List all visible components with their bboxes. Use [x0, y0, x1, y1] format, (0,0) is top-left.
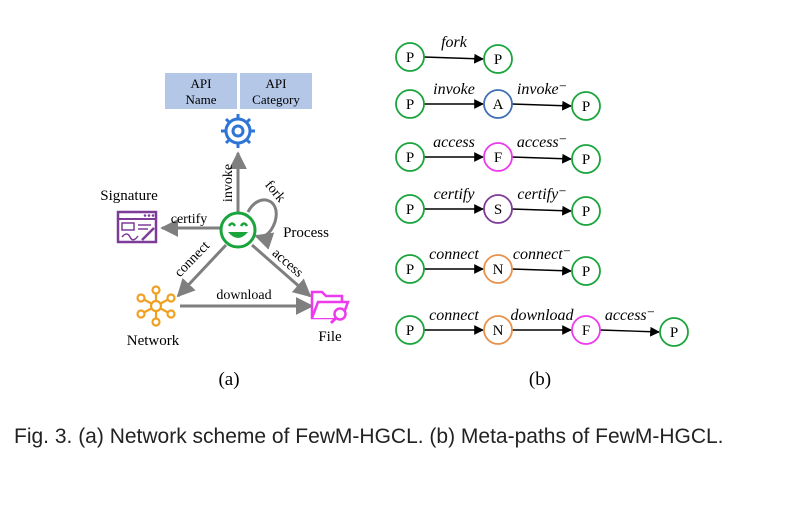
meta-path-node-label: P	[582, 264, 590, 280]
meta-path-edge-label: connect	[429, 246, 479, 263]
meta-path-node-label: P	[406, 323, 414, 339]
meta-path-node	[571, 144, 601, 174]
gear-icon	[221, 114, 255, 148]
meta-path-node-label: F	[582, 323, 590, 339]
meta-path-edge	[511, 100, 572, 111]
meta-path-row: certify certify⁻ P S P	[395, 186, 601, 226]
file-label: File	[318, 329, 342, 345]
meta-path-node-label: S	[494, 202, 502, 218]
meta-path-node	[395, 194, 425, 224]
process-smiley-icon	[219, 211, 257, 249]
api-name-line2: Name	[185, 92, 216, 107]
meta-path-node-label: P	[406, 50, 414, 66]
panel-a-sublabel: (a)	[218, 369, 239, 390]
api-name-box: API Name	[165, 73, 237, 109]
connect-edge	[176, 243, 228, 298]
meta-path-edge	[511, 205, 572, 216]
meta-path-edge-label: access⁻	[605, 307, 655, 324]
meta-path-node	[571, 196, 601, 226]
meta-path-edge-label: invoke⁻	[517, 81, 567, 98]
meta-path-node	[483, 194, 513, 224]
api-category-line2: Category	[252, 92, 300, 107]
meta-path-edge-label: access⁻	[517, 134, 567, 151]
meta-path-edge-label: access	[433, 134, 475, 151]
meta-path-node	[395, 315, 425, 345]
network-icon	[136, 285, 176, 327]
meta-path-node	[395, 254, 425, 284]
meta-path-node	[571, 91, 601, 121]
meta-path-edge	[423, 53, 484, 64]
meta-path-node	[483, 44, 513, 74]
meta-path-edge	[599, 326, 660, 337]
meta-path-node-label: P	[670, 325, 678, 341]
meta-path-node	[483, 89, 513, 119]
meta-path-node-label: P	[582, 152, 590, 168]
panel-b-sublabel: (b)	[529, 369, 551, 390]
meta-path-row: connect download access⁻ P N F P	[395, 307, 689, 347]
meta-path-node	[483, 315, 513, 345]
api-name-line1: API	[191, 76, 212, 91]
scheme-edges	[160, 151, 314, 315]
meta-path-edge	[511, 265, 572, 276]
meta-path-node-label: P	[494, 52, 502, 68]
network-scheme-panel: API Name API Category	[100, 73, 350, 390]
meta-path-node	[571, 315, 601, 345]
meta-path-node-label: P	[406, 97, 414, 113]
download-label: download	[216, 288, 271, 303]
meta-path-node-label: F	[494, 150, 502, 166]
file-folder-icon	[310, 290, 350, 325]
meta-path-node	[395, 89, 425, 119]
network-label: Network	[127, 333, 180, 349]
meta-path-edge-label: fork	[441, 34, 468, 51]
meta-path-node	[483, 142, 513, 172]
fork-loop-edge	[246, 198, 278, 250]
meta-path-node	[395, 142, 425, 172]
meta-path-edge-label: invoke	[433, 81, 475, 98]
meta-path-node-label: P	[406, 202, 414, 218]
meta-path-node-label: P	[582, 99, 590, 115]
figure-caption: Fig. 3. (a) Network scheme of FewM-HGCL.…	[14, 425, 724, 448]
meta-path-row: connect connect⁻ P N P	[395, 246, 601, 286]
meta-path-node-label: N	[493, 323, 504, 339]
certify-label: certify	[171, 212, 208, 227]
signature-icon	[116, 210, 158, 244]
meta-path-node-label: P	[406, 262, 414, 278]
meta-path-node-label: N	[493, 262, 504, 278]
api-category-line1: API	[266, 76, 287, 91]
meta-path-node	[571, 256, 601, 286]
meta-path-node-label: A	[493, 97, 504, 113]
meta-path-node	[395, 42, 425, 72]
connect-label: connect	[172, 239, 213, 281]
signature-label: Signature	[100, 188, 158, 204]
meta-path-edge	[511, 153, 572, 164]
meta-path-node-label: P	[582, 204, 590, 220]
api-category-box: API Category	[240, 73, 312, 109]
meta-path-edge-label: certify	[434, 186, 476, 203]
meta-path-edge-label: certify⁻	[517, 186, 566, 203]
meta-path-edge-label: connect	[429, 307, 479, 324]
invoke-label: invoke	[221, 164, 236, 202]
access-edge	[251, 243, 312, 298]
meta-path-node-label: P	[406, 150, 414, 166]
meta-path-row: access access⁻ P F P	[395, 134, 601, 174]
meta-path-node	[483, 254, 513, 284]
meta-path-row: invoke invoke⁻ P A P	[395, 81, 601, 121]
meta-path-edge-label: download	[510, 307, 574, 324]
meta-path-node	[659, 317, 689, 347]
meta-path-edge-label: connect⁻	[513, 246, 571, 263]
process-label: Process	[283, 225, 329, 241]
